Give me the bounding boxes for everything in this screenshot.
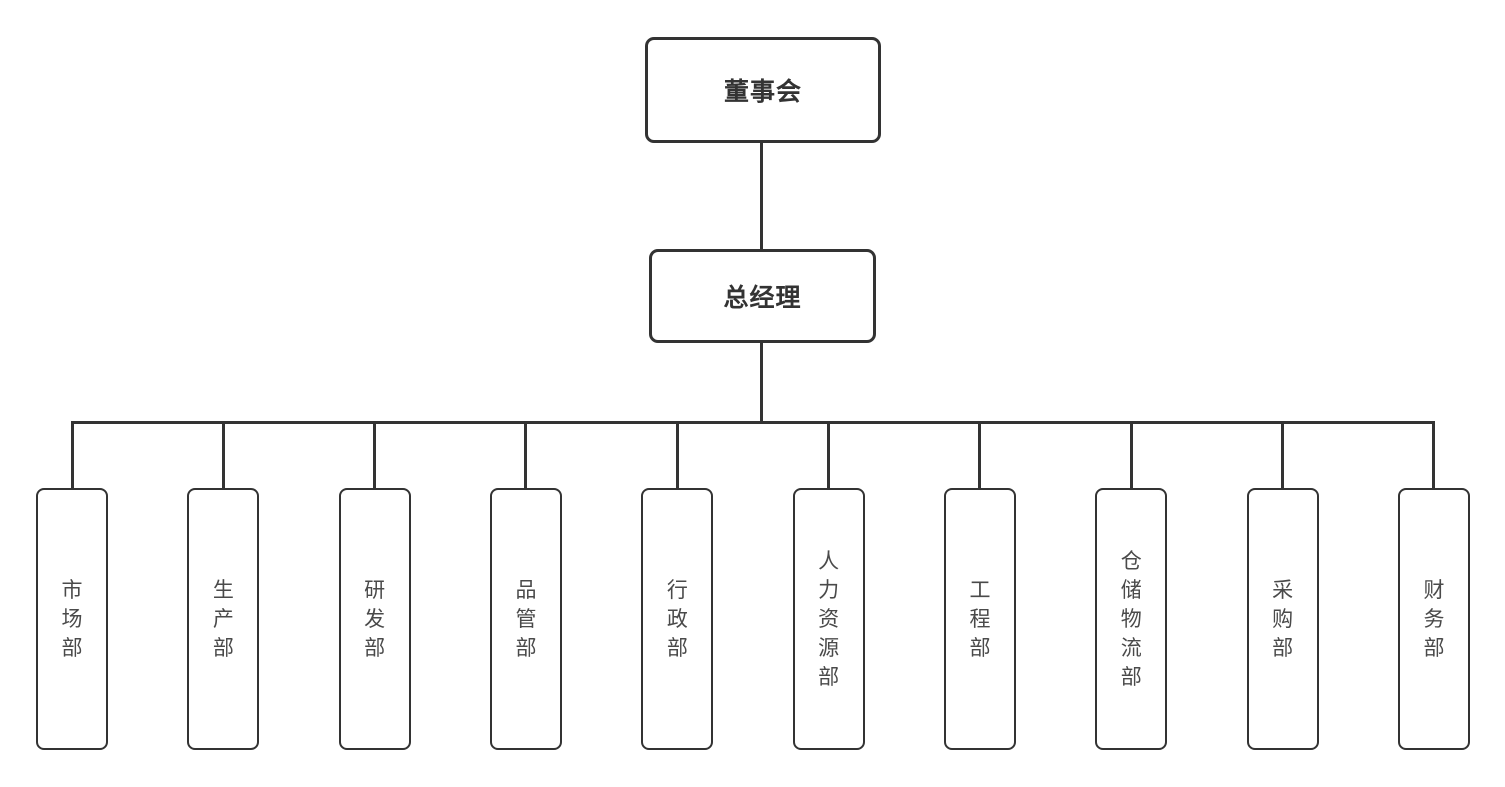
connector-bus-to-department (675, 423, 679, 489)
connector-bus-to-department (978, 423, 982, 489)
department-node[interactable]: 市场部 (36, 488, 108, 750)
department-label: 研发部 (364, 577, 386, 660)
department-label: 品管部 (515, 577, 537, 660)
department-row: 市场部 生产部 研发部 品管部 行政部 (36, 423, 1470, 750)
department-cell: 品管部 (489, 423, 562, 750)
general-manager-label: 总经理 (723, 283, 802, 312)
department-label: 工程部 (969, 577, 991, 660)
department-cell: 仓储物流部 (1095, 423, 1168, 750)
department-cell: 研发部 (338, 423, 411, 750)
department-node[interactable]: 品管部 (489, 488, 562, 750)
department-node[interactable]: 行政部 (641, 488, 714, 750)
connector-bus-to-department (221, 423, 225, 489)
department-cell: 财务部 (1397, 423, 1470, 750)
department-node[interactable]: 工程部 (943, 488, 1016, 750)
connector-gm-to-bus (760, 342, 763, 423)
department-label: 仓储物流部 (1120, 548, 1142, 689)
connector-bus-to-department (1281, 423, 1285, 489)
department-node[interactable]: 生产部 (187, 488, 260, 750)
connector-horizontal-bus (71, 421, 1435, 424)
connector-bus-to-department (524, 423, 528, 489)
department-cell: 人力资源部 (792, 423, 865, 750)
connector-bus-to-department (70, 423, 74, 489)
department-node[interactable]: 财务部 (1397, 488, 1470, 750)
node-general-manager[interactable]: 总经理 (649, 249, 876, 343)
department-label: 生产部 (212, 577, 234, 660)
department-label: 采购部 (1272, 577, 1294, 660)
connector-bus-to-department (373, 423, 377, 489)
department-cell: 工程部 (943, 423, 1016, 750)
department-node[interactable]: 人力资源部 (792, 488, 865, 750)
node-board-of-directors[interactable]: 董事会 (645, 37, 881, 143)
connector-board-to-gm (760, 142, 763, 250)
connector-bus-to-department (827, 423, 831, 489)
department-label: 行政部 (666, 577, 688, 660)
department-node[interactable]: 研发部 (338, 488, 411, 750)
connector-bus-to-department (1129, 423, 1133, 489)
department-label: 人力资源部 (818, 548, 840, 689)
department-label: 市场部 (61, 577, 83, 660)
department-cell: 行政部 (641, 423, 714, 750)
department-label: 财务部 (1423, 577, 1445, 660)
connector-bus-to-department (1432, 423, 1436, 489)
department-node[interactable]: 仓储物流部 (1095, 488, 1168, 750)
department-cell: 市场部 (36, 423, 108, 750)
department-cell: 生产部 (187, 423, 260, 750)
department-cell: 采购部 (1246, 423, 1319, 750)
department-node[interactable]: 采购部 (1246, 488, 1319, 750)
board-of-directors-label: 董事会 (723, 77, 802, 106)
